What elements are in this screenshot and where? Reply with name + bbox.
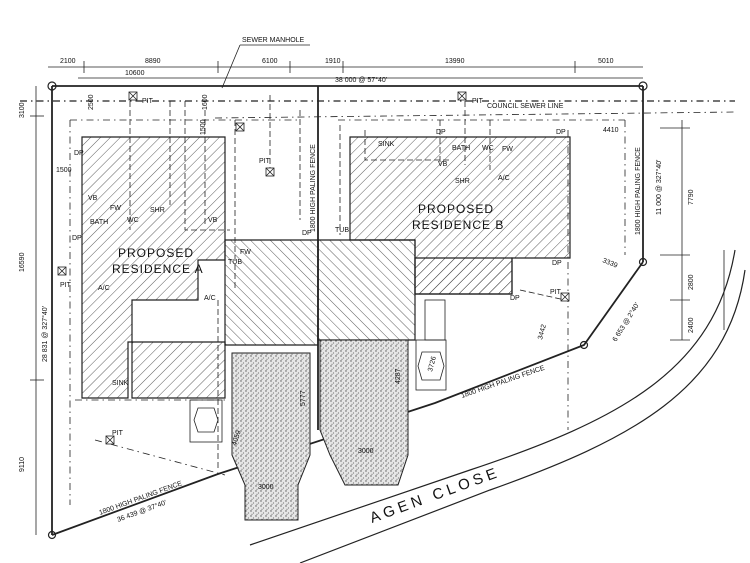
dim-top-10600: 10600	[125, 70, 145, 77]
dp-label-2: DP	[72, 235, 82, 242]
tub-label-b: TUB	[335, 227, 349, 234]
pit-label-3: PIT	[259, 158, 271, 165]
fence-east-label: 1800 HIGH PALING FENCE	[635, 147, 642, 235]
dim-4059: 4059	[231, 430, 243, 447]
dim-4410: 4410	[603, 127, 619, 134]
dim-3000a: 3000	[258, 484, 274, 491]
driveway-a	[231, 352, 311, 521]
road-edge	[249, 249, 736, 546]
tub-label-a: TUB	[228, 259, 242, 266]
dim-left-3100: 3100	[19, 102, 26, 118]
dim-top-1910: 1910	[325, 58, 341, 65]
ac-label-c: A/C	[204, 295, 216, 302]
residence-a	[81, 136, 319, 399]
council-sewer-line-label: COUNCIL SEWER LINE	[487, 103, 564, 110]
dim-4287: 4287	[395, 368, 402, 384]
fw-label-a: FW	[110, 205, 121, 212]
pit-label-6: PIT	[112, 430, 124, 437]
ac-label-b: A/C	[498, 175, 510, 182]
pit-label-4: PIT	[60, 282, 72, 289]
dimension-lines	[30, 44, 690, 535]
fw-label-b: FW	[502, 146, 513, 153]
shr-label-b: SHR	[455, 178, 470, 185]
vb-label-c: VB	[438, 161, 448, 168]
dim-5777: 5777	[300, 390, 307, 406]
residence-b-label-2: RESIDENCE B	[412, 218, 504, 232]
dim-1500a: 1500	[200, 119, 207, 135]
dp-label-3: DP	[436, 129, 446, 136]
dim-top-8890: 8890	[145, 58, 161, 65]
pit-markers	[57, 91, 570, 445]
wc-label-b: WC	[482, 145, 494, 152]
dp-label-6: DP	[552, 260, 562, 267]
residence-a-label-2: RESIDENCE A	[112, 262, 204, 276]
boundary-east-upper-label: 11 000 @ 327°40'	[655, 160, 663, 216]
dim-3339: 3339	[601, 257, 618, 269]
pit-label-2: PIT	[472, 98, 484, 105]
residence-a-label-1: PROPOSED	[118, 246, 194, 260]
shr-label-a: SHR	[150, 207, 165, 214]
dim-1600: 1600	[202, 94, 209, 110]
pit-label-1: PIT	[142, 98, 154, 105]
dp-label-1: DP	[74, 150, 84, 157]
fw-label-c: FW	[240, 249, 251, 256]
dim-2500: 2500	[88, 94, 95, 110]
dim-right-2400: 2400	[688, 317, 695, 333]
dp-label-4: DP	[556, 129, 566, 136]
sewer-manhole-label: SEWER MANHOLE	[242, 37, 305, 44]
dim-top-5010: 5010	[598, 58, 614, 65]
dp-label-5: DP	[302, 230, 312, 237]
pit-label-5: PIT	[550, 289, 562, 296]
wc-label-a: WC	[127, 217, 139, 224]
sink-label-b: SINK	[378, 141, 395, 148]
dp-label-7: DP	[510, 295, 520, 302]
porch-a	[189, 399, 223, 443]
boundary-east-lower-label: 6 653 @ 2°40'	[611, 301, 641, 343]
dim-3726: 3726	[427, 356, 438, 373]
fence-front-right-label: 1800 HIGH PALING FENCE	[460, 365, 546, 400]
garden-bed-b	[424, 299, 446, 341]
boundary-rear-label: 38 000 @ 57°40'	[335, 76, 387, 84]
dim-left-9110: 9110	[19, 457, 26, 472]
service-lines	[129, 95, 566, 470]
ac-label-a: A/C	[98, 285, 110, 292]
vb-label-a: VB	[88, 195, 98, 202]
residence-b	[317, 136, 571, 341]
dim-left-16590: 16590	[19, 252, 26, 272]
lot-boundary	[47, 81, 648, 540]
dim-3000b: 3000	[358, 448, 374, 455]
driveway-b	[319, 339, 409, 486]
dim-top-2100: 2100	[60, 58, 76, 65]
sink-label-a: SINK	[112, 380, 129, 387]
dim-3442: 3442	[537, 324, 548, 341]
vb-label-b: VB	[208, 217, 218, 224]
residence-b-label-1: PROPOSED	[418, 202, 494, 216]
dim-top-6100: 6100	[262, 58, 278, 65]
fence-centre-label: 1800 HIGH PALING FENCE	[310, 144, 317, 232]
dim-right-2800: 2800	[688, 274, 695, 290]
dim-right-7790: 7790	[688, 189, 695, 205]
dim-top-13990: 13990	[445, 58, 465, 65]
bath-label-a: BATH	[90, 219, 108, 226]
bath-label-b: BATH	[452, 145, 470, 152]
boundary-west-label: 28 831 @ 327°40'	[41, 306, 49, 362]
dim-1500b: 1500	[56, 167, 72, 174]
